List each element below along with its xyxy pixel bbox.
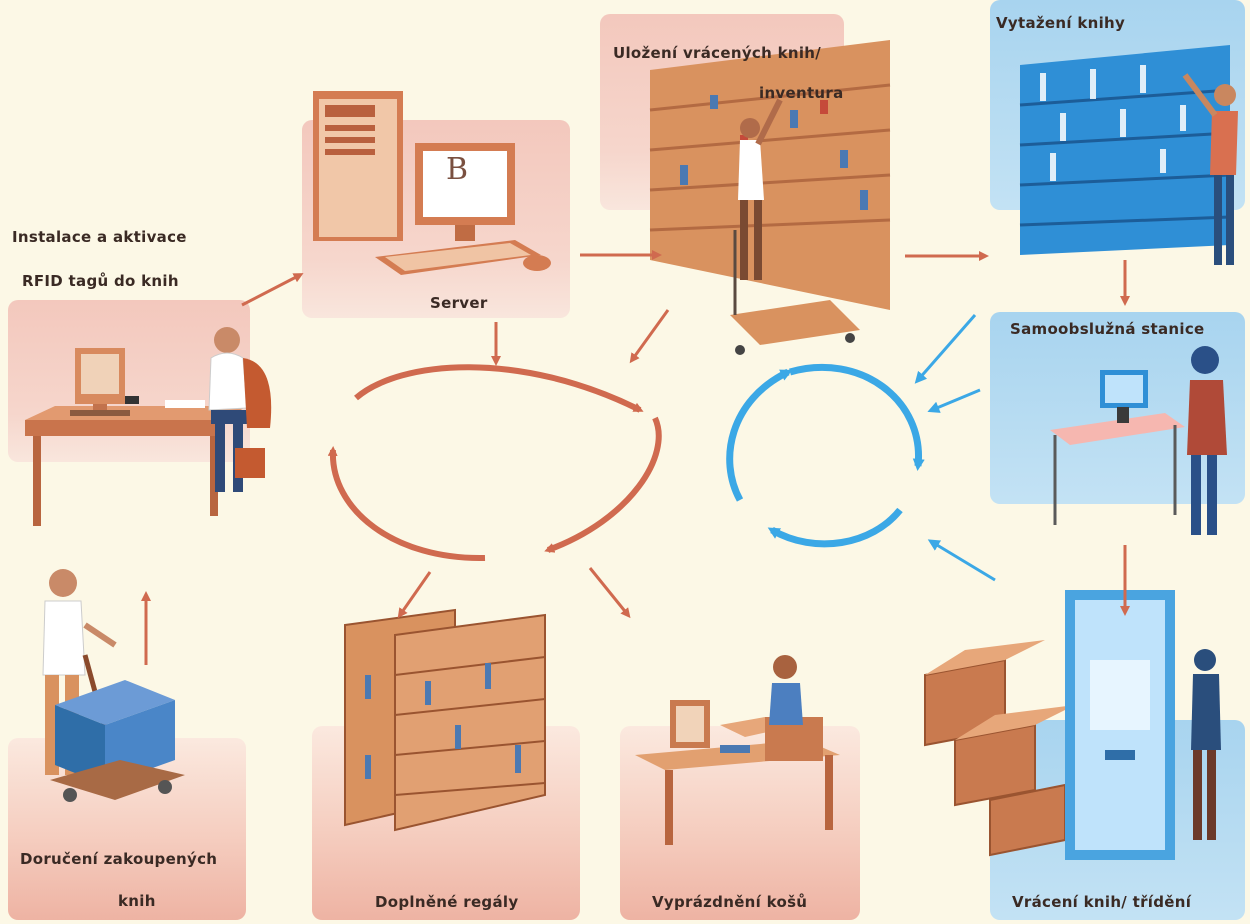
install-desk-illustration [25,327,272,526]
blue-arrow-2 [927,388,981,413]
arrow-install-to-server [241,273,304,307]
pull-label: Vytažení knihy [996,14,1126,32]
rust-cycle [327,364,662,562]
return-label: Vrácení knih/ třídění [1012,893,1192,911]
server-label: Server [430,294,488,312]
store-label-line1: Uložení vrácených knih/ [613,44,822,62]
install-label-line2: RFID tagů do knih [22,272,179,290]
return-kiosk-illustration [924,590,1221,860]
arrow-cycle-to-empty [588,567,631,619]
server-screen-logo: B [446,152,469,187]
delivery-label-line2: knih [118,892,156,910]
shelf-cart-illustration [649,40,891,355]
refilled-shelves-illustration [344,608,546,832]
blue-shelf-illustration [1019,45,1238,265]
blue-cycle [726,364,925,548]
selfservice-label: Samoobslužná stanice [1010,320,1205,338]
empty-label: Vyprázdnění košů [652,893,808,911]
server-computer-illustration [313,91,551,275]
empty-baskets-illustration [635,655,840,845]
delivery-cart-illustration [42,569,185,802]
delivery-label-line1: Doručení zakoupených [20,850,218,868]
refill-label: Doplněné regály [375,893,519,911]
selfservice-station-illustration [1050,346,1227,535]
store-label-line2: inventura [759,84,844,102]
blue-arrow-1 [914,314,977,384]
install-label-line1: Instalace a aktivace [12,228,187,246]
